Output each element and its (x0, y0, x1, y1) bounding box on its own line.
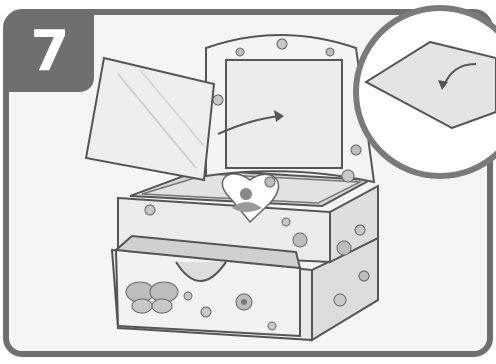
butterfly-decoration (126, 282, 178, 313)
ballerina-figure (240, 188, 252, 200)
step-badge: 7 (6, 12, 94, 92)
lid-frame (206, 35, 374, 182)
zoom-callout (356, 8, 496, 176)
jewelry-box (112, 170, 378, 340)
step-number: 7 (31, 24, 70, 80)
mirror-recess (226, 60, 342, 168)
